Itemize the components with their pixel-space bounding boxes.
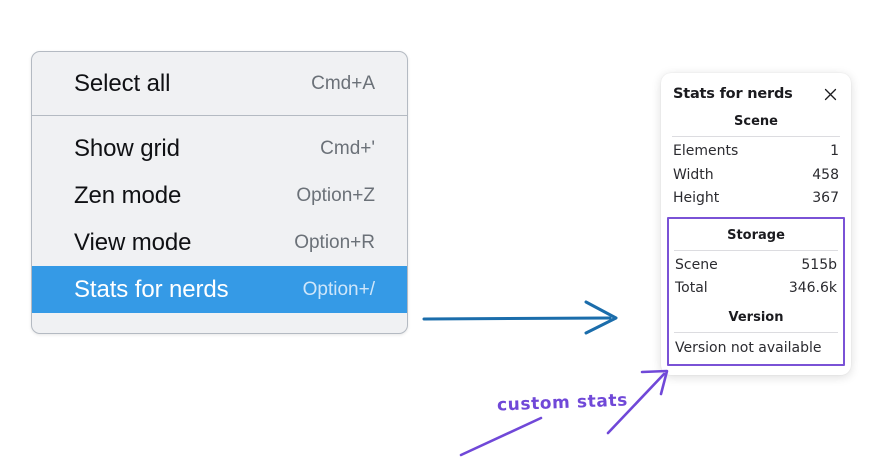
panel-header: Stats for nerds (661, 82, 851, 105)
menu-item-view-mode[interactable]: View mode Option+R (32, 219, 407, 266)
stat-row: Elements 1 (671, 140, 841, 164)
menu-item-zen-mode[interactable]: Zen mode Option+Z (32, 172, 407, 219)
section-heading: Storage (727, 227, 785, 243)
version-text: Version not available (675, 339, 822, 356)
menu-item-shortcut: Cmd+' (320, 137, 375, 159)
stat-label: Total (675, 280, 708, 296)
section-rule (674, 331, 838, 333)
menu-item-shortcut: Option+Z (296, 184, 375, 206)
stat-value: 458 (812, 166, 839, 183)
menu-item-label: Zen mode (74, 181, 182, 209)
canvas-context-menu[interactable]: Select all Cmd+A Show grid Cmd+' Zen mod… (31, 51, 408, 334)
menu-section-selection: Select all Cmd+A (32, 52, 407, 115)
menu-item-shortcut: Cmd+A (311, 72, 375, 94)
stat-row: Total 346.6k (673, 277, 839, 301)
menu-item-label: View mode (74, 228, 192, 256)
section-heading: Scene (734, 114, 778, 129)
menu-item-shortcut: Option+/ (302, 278, 375, 300)
stat-row: Scene 515b (673, 254, 839, 278)
menu-item-stats-for-nerds[interactable]: Stats for nerds Option+/ (32, 266, 407, 313)
stat-row: Height 367 (671, 187, 841, 211)
stat-value: 367 (812, 190, 839, 206)
stat-label: Scene (675, 256, 718, 273)
custom-stats-highlight-box: Storage Scene 515b Total 346.6k Version … (667, 216, 845, 366)
menu-footer-spacer (32, 313, 407, 333)
stat-label: Elements (673, 143, 739, 159)
panel-title: Stats for nerds (673, 86, 793, 102)
section-rule (672, 136, 840, 137)
menu-item-label: Select all (74, 69, 171, 97)
close-icon[interactable] (821, 85, 839, 103)
stat-value: 515b (801, 256, 837, 273)
stat-label: Width (673, 166, 714, 183)
stats-section-version: Version Version not available (673, 301, 839, 358)
menu-section-view: Show grid Cmd+' Zen mode Option+Z View m… (32, 116, 407, 333)
section-rule (674, 249, 838, 251)
menu-item-show-grid[interactable]: Show grid Cmd+' (32, 125, 407, 172)
stat-value: 346.6k (788, 280, 837, 296)
stat-row: Width 458 (671, 164, 841, 188)
stats-for-nerds-panel[interactable]: Stats for nerds Scene Elements 1 Width 4… (661, 73, 851, 375)
menu-divider (32, 115, 407, 116)
stat-label: Height (673, 190, 720, 206)
panel-body: Scene Elements 1 Width 458 Height 367 St… (661, 105, 851, 366)
stats-section-storage: Storage Scene 515b Total 346.6k (673, 219, 839, 301)
menu-item-shortcut: Option+R (294, 231, 375, 253)
menu-item-select-all[interactable]: Select all Cmd+A (32, 60, 407, 107)
stat-value: 1 (830, 143, 839, 159)
menu-item-label: Show grid (74, 134, 180, 162)
menu-to-panel-arrow (422, 300, 618, 335)
menu-item-label: Stats for nerds (74, 275, 229, 303)
custom-stats-annotation-label: custom stats (496, 390, 629, 416)
section-heading: Version (728, 309, 784, 325)
stats-section-scene: Scene Elements 1 Width 458 Height 367 (661, 105, 851, 211)
